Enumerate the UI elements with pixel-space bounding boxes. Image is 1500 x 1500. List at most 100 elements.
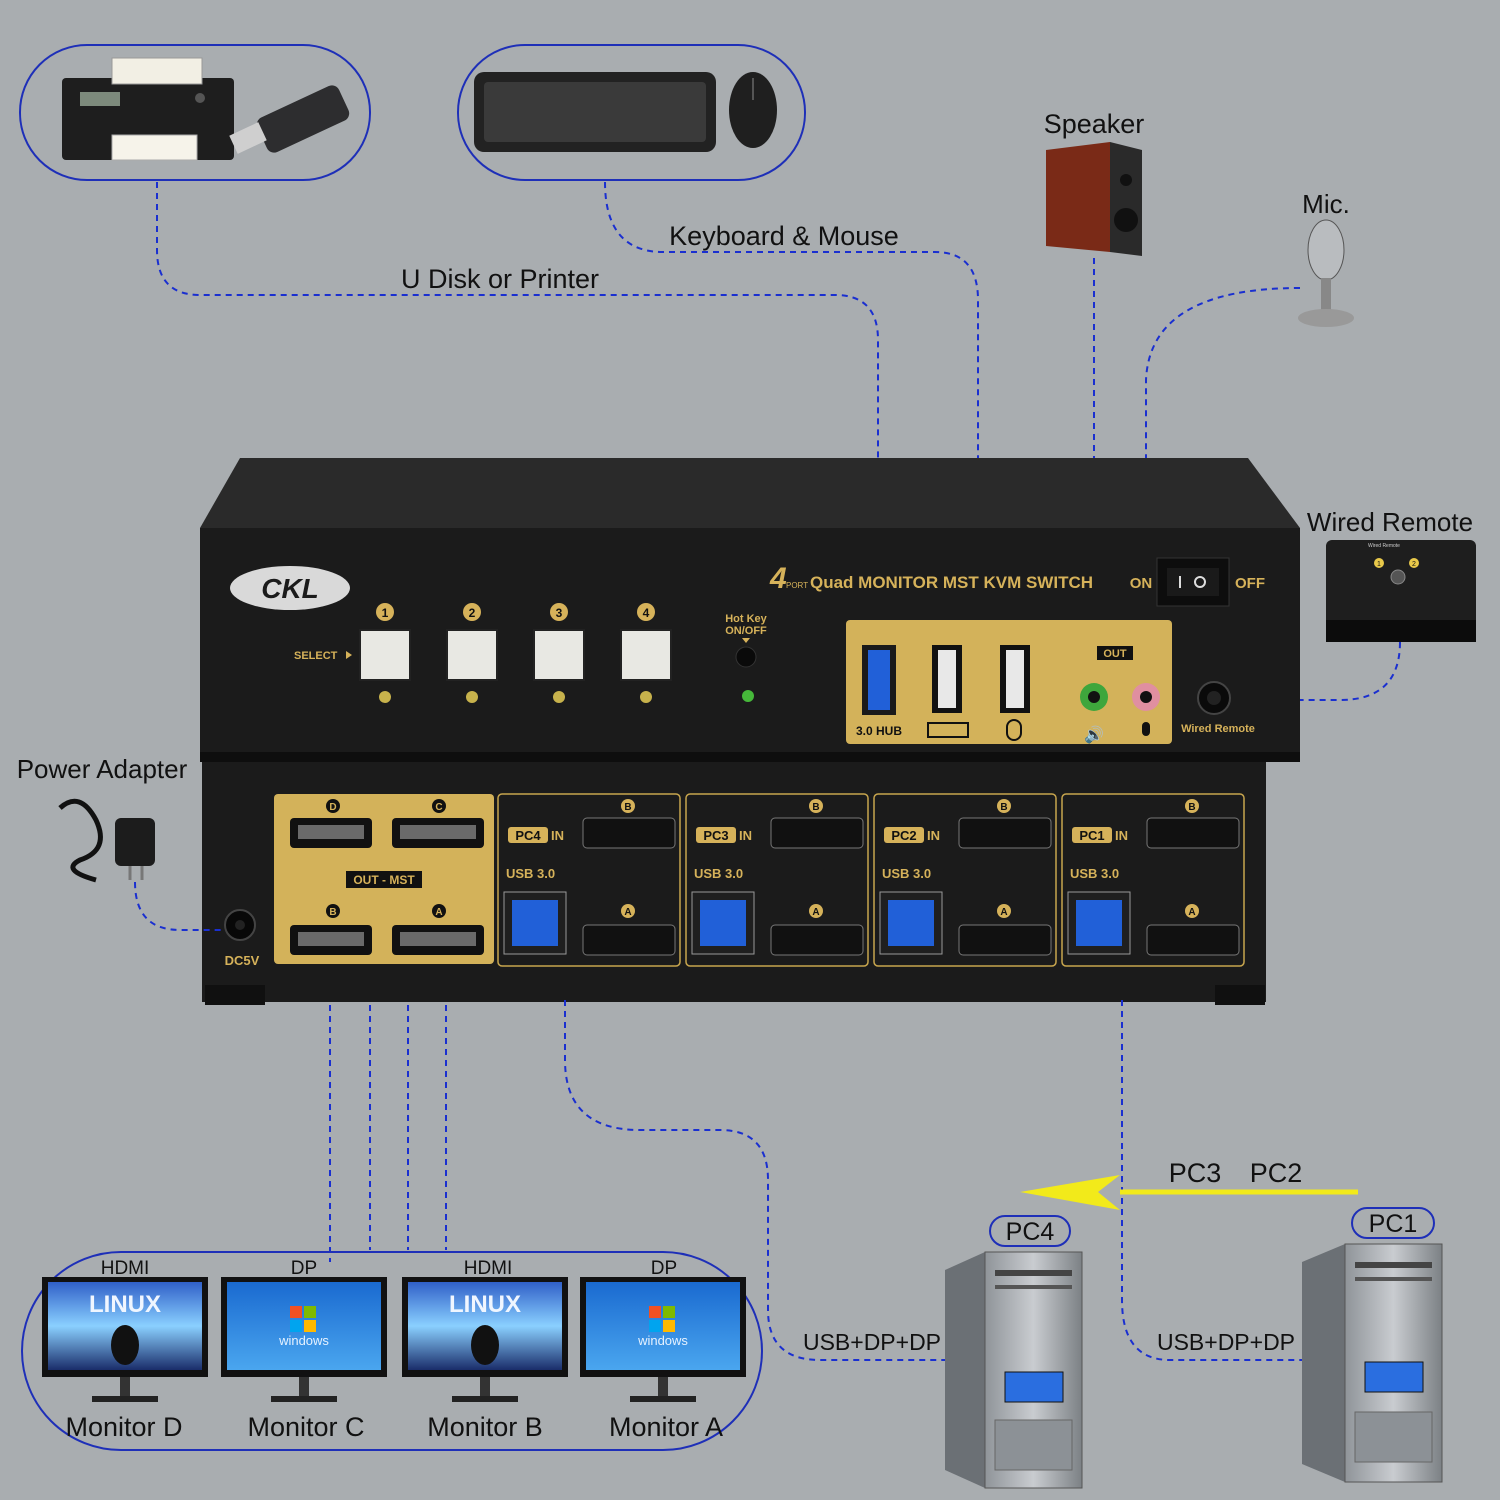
pc4-dp-b-port[interactable] — [582, 817, 676, 849]
model-port: PORT — [786, 581, 808, 590]
out-a-letter: A — [435, 907, 442, 918]
kvm-rear-panel: Power Adapter DC5V D C OUT - MST B A — [17, 754, 1266, 1005]
kvm-front-panel: CKL 4 PORT Quad MONITOR MST KVM SWITCH S… — [200, 458, 1300, 762]
svg-text:1: 1 — [382, 606, 389, 620]
keyboard-label: Keyboard & Mouse — [669, 221, 899, 251]
pc1-input-block: PC1 IN USB 3.0 B A — [1061, 793, 1245, 967]
dc5v-label: DC5V — [225, 953, 260, 968]
select-button-4[interactable]: 4 — [620, 603, 672, 703]
mouse-port-icon — [1006, 719, 1022, 741]
monitors-bubble — [21, 1251, 763, 1451]
monitor-d: HDMI LINUX Monitor D — [42, 1258, 208, 1442]
pc2-dp-b-port[interactable] — [958, 817, 1052, 849]
pc1-usb-label: USB 3.0 — [1070, 866, 1119, 881]
monitor-b-type: HDMI — [464, 1258, 513, 1279]
pc1-b-letter: B — [1188, 802, 1195, 813]
pc4-in-label: IN — [551, 828, 564, 843]
pc1-label: PC1 — [1369, 1210, 1418, 1238]
udisk-printer-bubble — [19, 44, 371, 181]
select-button-1[interactable]: 1 — [359, 603, 411, 703]
pc3-usb-label: USB 3.0 — [694, 866, 743, 881]
pc4-a-letter: A — [624, 907, 631, 918]
monitor-d-label: Monitor D — [65, 1412, 182, 1442]
svg-text:2: 2 — [469, 606, 476, 620]
keyboard-icon — [474, 72, 716, 152]
pc3-in-name: PC3 — [703, 828, 728, 843]
mic-label: Mic. — [1302, 189, 1350, 219]
hotkey-button[interactable] — [735, 646, 757, 668]
pc3-input-block: PC3 IN USB 3.0 B A — [685, 793, 869, 967]
keyboard-port-icon — [927, 722, 969, 738]
pc2-b-letter: B — [1000, 802, 1007, 813]
monitor-a-type: DP — [651, 1258, 677, 1279]
hotkey-label-line1: Hot Key — [725, 613, 767, 625]
pc1-dp-b-port[interactable] — [1146, 817, 1240, 849]
keyboard-wire — [604, 181, 979, 590]
svg-text:4: 4 — [643, 606, 650, 620]
speaker-label: Speaker — [1044, 109, 1145, 139]
pc3-in-label: IN — [739, 828, 752, 843]
brand-text: CKL — [261, 573, 319, 604]
monitor-c-type: DP — [291, 1258, 317, 1279]
pc4-dp-a-port[interactable] — [582, 924, 676, 956]
pc2-usb-label: USB 3.0 — [882, 866, 931, 881]
select-button-3[interactable]: 3 — [533, 603, 585, 703]
monitor-c-screen-text: windows — [278, 1333, 329, 1348]
monitor-b-screen-text: LINUX — [449, 1291, 521, 1318]
speaker-symbol-icon: 🔊 — [1084, 725, 1104, 744]
out-c-letter: C — [435, 802, 442, 813]
power-switch[interactable] — [1156, 557, 1230, 607]
monitor-c-label: Monitor C — [247, 1412, 364, 1442]
pc4-in-name: PC4 — [515, 828, 541, 843]
power-adapter-label: Power Adapter — [17, 754, 188, 784]
monitor-a-screen-text: windows — [637, 1333, 688, 1348]
monitor-d-screen-text: LINUX — [89, 1291, 161, 1318]
model-title: Quad MONITOR MST KVM SWITCH — [810, 573, 1093, 592]
remote-title-text: Wired Remote — [1368, 543, 1400, 549]
pc4-usb-label: USB 3.0 — [506, 866, 555, 881]
pc4-input-block: PC4 IN USB 3.0 B A — [497, 793, 681, 967]
windows-logo-icon — [649, 1306, 675, 1332]
pc4-cable-wire — [564, 1000, 945, 1361]
ckl-logo — [230, 566, 350, 610]
monitor-a-label: Monitor A — [609, 1412, 723, 1442]
microphone-icon — [1298, 219, 1354, 327]
model-number: 4 — [769, 562, 787, 595]
usb-stick-icon — [229, 85, 350, 154]
remote-btn1-label: 1 — [1377, 561, 1381, 568]
pc2-dp-a-port[interactable] — [958, 924, 1052, 956]
out-d-letter: D — [329, 802, 336, 813]
pc2-a-letter: A — [1000, 907, 1007, 918]
udisk-wire — [156, 182, 879, 640]
printer-icon — [62, 57, 234, 161]
pc1-tower: PC1 — [1302, 1207, 1443, 1483]
speaker-icon — [1046, 142, 1142, 256]
wired-remote-box: Wired Remote 1 2 — [1326, 540, 1476, 642]
mic-symbol-icon — [1142, 722, 1150, 736]
select-button-2[interactable]: 2 — [446, 603, 498, 703]
keyboard-mouse-bubble — [457, 44, 806, 181]
pc3-dp-a-port[interactable] — [770, 924, 864, 956]
pc1-in-name: PC1 — [1079, 828, 1104, 843]
wired-remote-port-label: Wired Remote — [1181, 723, 1255, 735]
select-label: SELECT — [294, 650, 338, 662]
mic-wire — [1145, 287, 1301, 680]
pc4-label: PC4 — [1006, 1218, 1055, 1246]
wired-remote-label: Wired Remote — [1307, 507, 1473, 537]
udisk-label: U Disk or Printer — [401, 264, 599, 294]
pc1-dp-a-port[interactable] — [1146, 924, 1240, 956]
monitor-b: HDMI LINUX Monitor B — [402, 1258, 568, 1442]
svg-text:3: 3 — [556, 606, 563, 620]
remote-btn2-label: 2 — [1412, 561, 1416, 568]
pc3-dp-b-port[interactable] — [770, 817, 864, 849]
pc3-b-letter: B — [812, 802, 819, 813]
monitor-a: DP windows Monitor A — [580, 1258, 746, 1442]
monitor-c: DP windows Monitor C — [221, 1258, 387, 1442]
pc4-b-letter: B — [624, 802, 631, 813]
pc4-tower: PC4 — [945, 1215, 1083, 1489]
mouse-icon — [729, 72, 777, 148]
pc3-arrow-label: PC3 — [1169, 1158, 1222, 1188]
pc2-in-name: PC2 — [891, 828, 916, 843]
monitor-b-label: Monitor B — [427, 1412, 543, 1442]
